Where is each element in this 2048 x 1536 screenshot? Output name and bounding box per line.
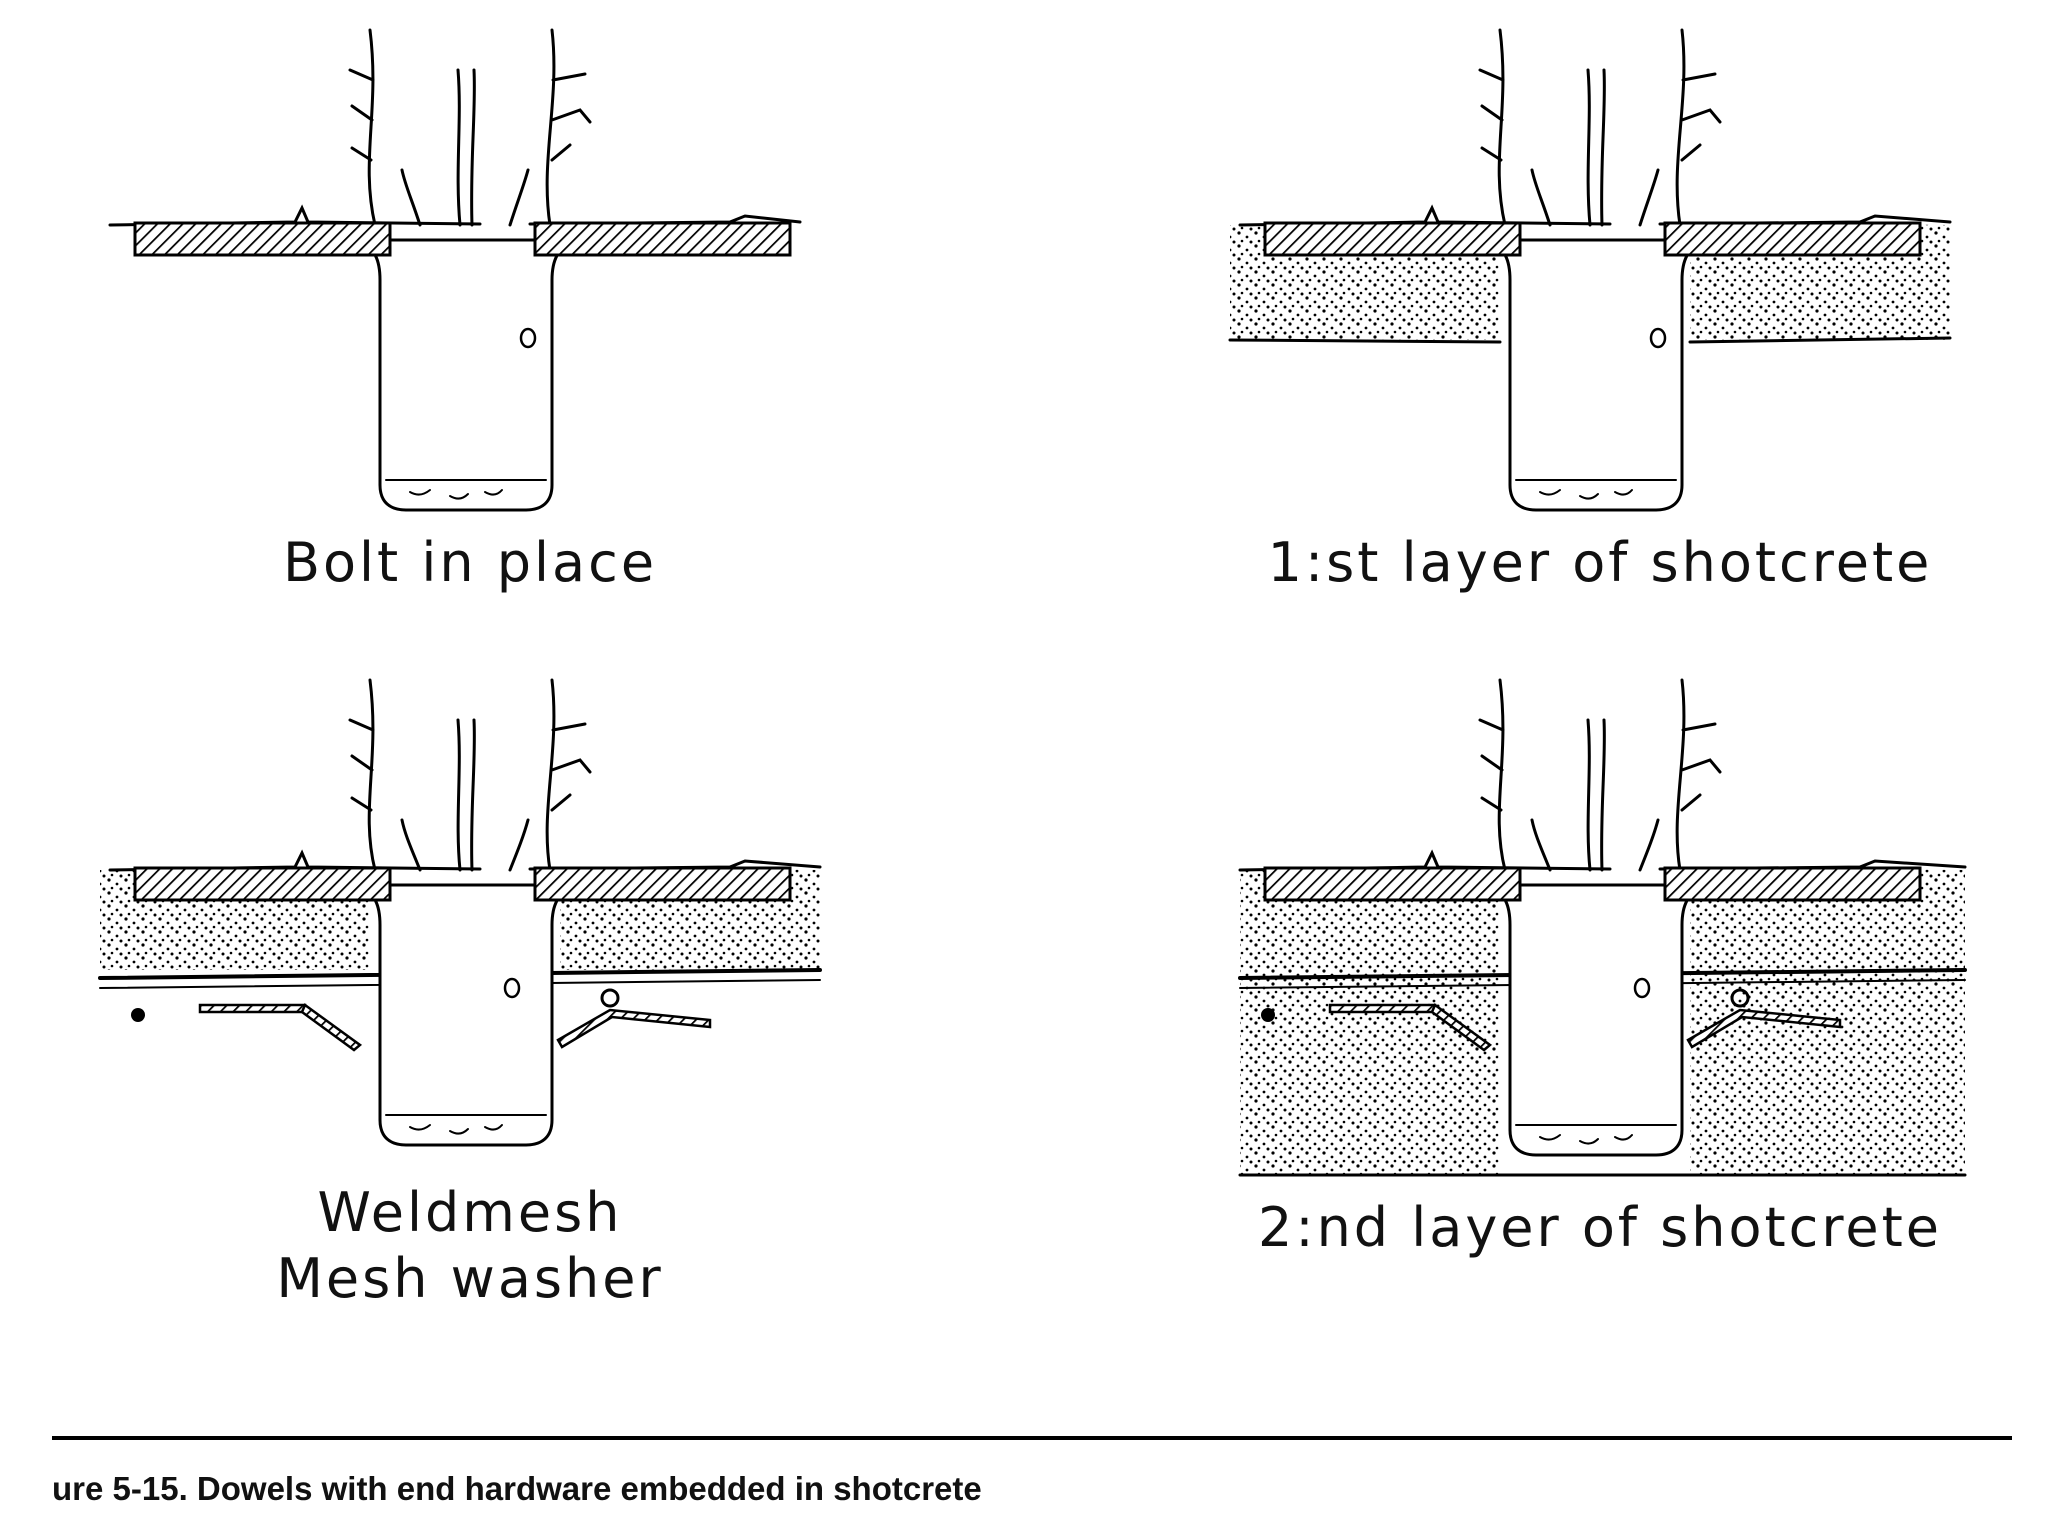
bolt-in-place-drawing (108, 28, 802, 512)
caption-weldmesh: Weldmesh Mesh washer (90, 1180, 850, 1312)
caption-line: Bolt in place (282, 531, 658, 594)
panel-second-layer: 2:nd layer of shotcrete (1220, 670, 1980, 1310)
caption-first-layer: 1:st layer of shotcrete (1220, 530, 1980, 596)
caption-line: Weldmesh (317, 1181, 623, 1244)
panel-first-layer: 1:st layer of shotcrete (1220, 10, 1980, 650)
first-layer-drawing (1228, 28, 1952, 512)
weldmesh-drawing (98, 678, 822, 1147)
caption-line: Mesh washer (276, 1247, 664, 1310)
caption-line: 1:st layer of shotcrete (1267, 531, 1933, 594)
caption-bolt-in-place: Bolt in place (90, 530, 850, 596)
panel-weldmesh: Weldmesh Mesh washer (90, 670, 850, 1310)
caption-line: 2:nd layer of shotcrete (1258, 1196, 1942, 1259)
panel-bolt-in-place: Bolt in place (90, 10, 850, 650)
shotcrete-layer-left (1240, 868, 1500, 1175)
caption-second-layer: 2:nd layer of shotcrete (1220, 1195, 1980, 1261)
second-layer-drawing (1238, 678, 1967, 1177)
figure-caption: ure 5-15. Dowels with end hardware embed… (52, 1470, 982, 1507)
caption-divider (52, 1436, 2012, 1440)
